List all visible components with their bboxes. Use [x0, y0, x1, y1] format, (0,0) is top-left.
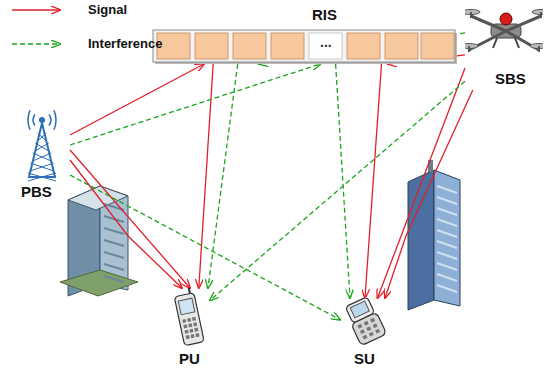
node-label: PBS — [21, 183, 52, 200]
legend-text: Interference — [88, 36, 162, 51]
phone-su: SU — [340, 298, 390, 370]
node-label: PU — [179, 350, 200, 367]
interference-arrow — [259, 33, 465, 64]
ellipsis-label: ... — [320, 34, 332, 50]
phone-pu: PU — [170, 288, 210, 370]
interference-arrow — [208, 64, 238, 288]
legend-sample — [12, 9, 60, 11]
building-right — [408, 160, 460, 310]
signal-arrow — [70, 150, 190, 288]
interference-arrow — [210, 81, 465, 300]
building-left — [60, 186, 138, 296]
signal-arrow — [385, 90, 473, 298]
node-label: SU — [354, 350, 375, 367]
signal-arrow — [199, 64, 213, 288]
node-label: RIS — [312, 6, 337, 23]
tower-pbs: PBS — [15, 105, 70, 205]
ris-surface-art — [152, 6, 458, 64]
drone-sbs: SBS — [465, 2, 543, 90]
interference-arrow — [336, 64, 350, 298]
legend-text: Signal — [88, 2, 127, 17]
ris-surface: RIS — [152, 6, 458, 64]
legend-sample — [12, 43, 60, 45]
signal-arrow — [365, 64, 382, 298]
signal-arrow — [70, 64, 204, 135]
signal-arrow — [70, 160, 182, 288]
node-label: SBS — [495, 70, 526, 87]
interference-arrow — [70, 64, 320, 145]
signal-arrow — [378, 68, 466, 298]
interference-arrow — [70, 175, 340, 320]
